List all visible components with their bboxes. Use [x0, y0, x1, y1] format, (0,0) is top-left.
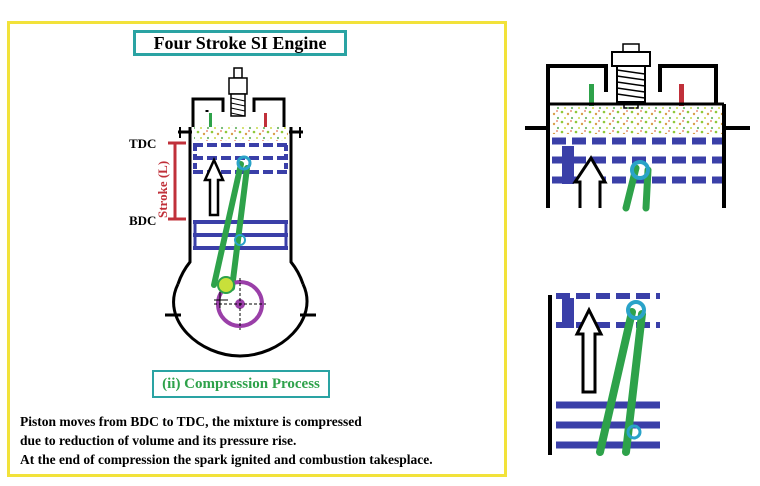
gudgeon-pin-bdc — [234, 234, 246, 246]
stroke-label: Stroke (L) — [155, 161, 170, 218]
connecting-rod — [211, 161, 250, 291]
detail-piston-view — [548, 293, 660, 456]
stroke-marker — [168, 141, 186, 221]
bdc-label: BDC — [129, 213, 156, 228]
cylinder-walls — [165, 127, 316, 358]
detail-up-arrow-icon — [572, 155, 608, 208]
gudgeon-pin — [236, 155, 252, 171]
cylinder-head — [191, 97, 286, 127]
detail-cylinder-head-view — [525, 43, 750, 212]
up-arrow-icon — [203, 156, 225, 217]
diagram-title: Four Stroke SI Engine — [133, 30, 347, 56]
inlet-valve — [209, 113, 212, 127]
detail-mixture — [552, 104, 722, 134]
crank-pin — [217, 276, 235, 294]
detail-inlet-valve — [589, 84, 594, 106]
detail2-up-arrow-icon — [574, 306, 604, 394]
tdc-label: TDC — [129, 136, 156, 151]
spark-plug — [228, 67, 248, 117]
description-text: Piston moves from BDC to TDC, the mixtur… — [20, 412, 502, 469]
description-line: At the end of compression the spark igni… — [20, 452, 433, 467]
detail-spark-plug — [611, 43, 651, 109]
main-engine: TDC BDC Stroke (L) — [129, 67, 316, 358]
exhaust-valve — [264, 113, 267, 127]
description-line: due to reduction of volume and its press… — [20, 433, 297, 448]
description-line: Piston moves from BDC to TDC, the mixtur… — [20, 414, 362, 429]
process-label: (ii) Compression Process — [152, 370, 330, 398]
main-diagram-panel — [7, 21, 507, 477]
detail-exhaust-valve — [679, 84, 684, 106]
fuel-air-mixture — [194, 125, 288, 141]
